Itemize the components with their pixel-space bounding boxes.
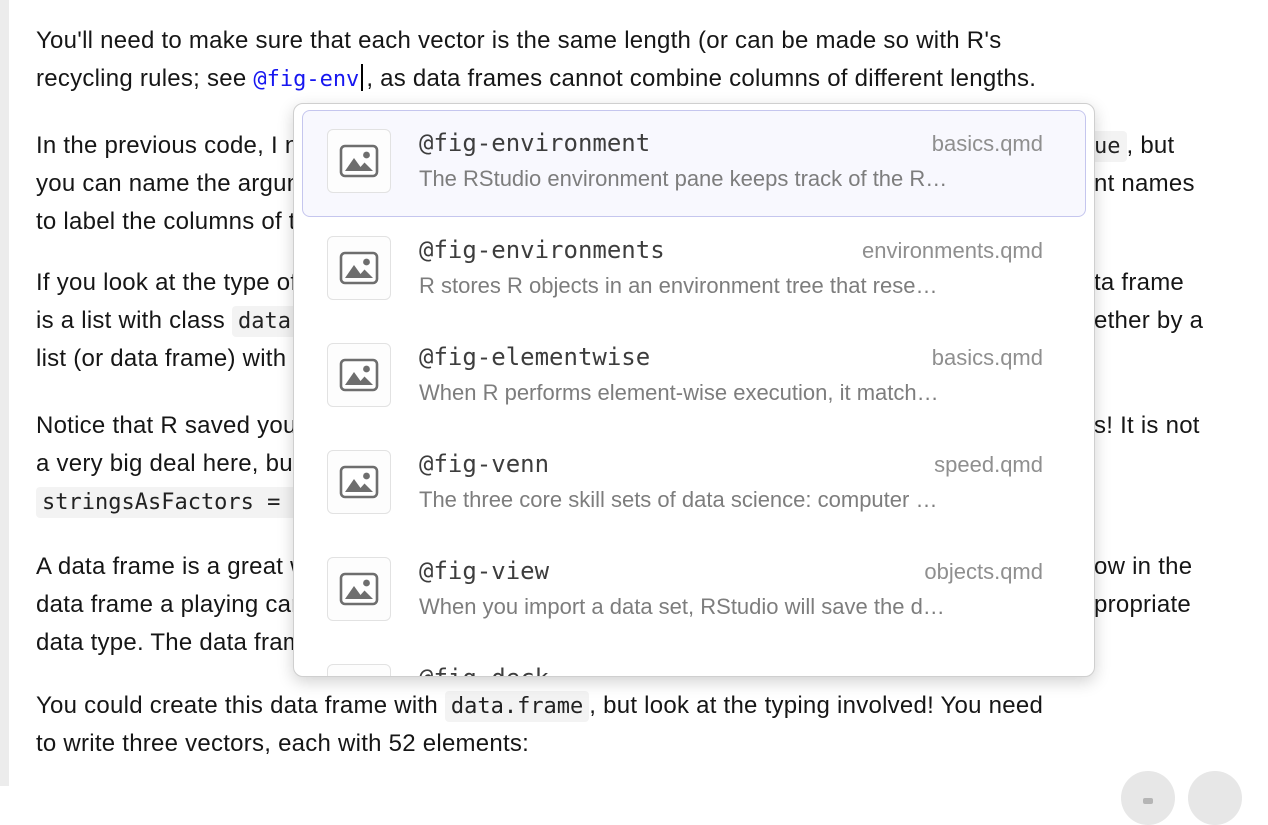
prose-line-fragment: ether by a [1094,307,1204,334]
suggestion-content: @fig-deck [419,664,1043,676]
prose-text: You could create this data frame with [36,692,445,719]
suggestion-content: @fig-elementwise basics.qmd When R perfo… [419,343,1043,406]
suggestion-content: @fig-environment basics.qmd The RStudio … [419,129,1043,192]
suggestion-label: @fig-deck [419,664,549,676]
crossref-autocomplete-popup: @fig-environment basics.qmd The RStudio … [293,103,1095,677]
editor-left-margin [0,0,9,786]
suggestion-label: @fig-environments [419,236,665,264]
fab-button-right[interactable] [1188,771,1242,825]
prose-line-fragment: propriate [1094,591,1191,618]
suggestion-file: objects.qmd [924,559,1043,584]
suggestion-description: R stores R objects in an environment tre… [419,273,938,298]
suggestion-label: @fig-view [419,557,550,585]
suggestion-file: basics.qmd [931,131,1043,156]
suggestion-content: @fig-environments environments.qmd R sto… [419,236,1043,299]
suggestion-description: When you import a data set, RStudio will… [419,594,945,619]
fab-button-left[interactable] [1121,771,1175,825]
image-icon [327,557,391,621]
image-icon [327,664,391,676]
suggestion-description: The three core skill sets of data scienc… [419,487,938,512]
prose-line: You could create this data frame with da… [36,690,1043,723]
image-icon [327,343,391,407]
suggestion-file: speed.qmd [934,452,1043,477]
suggestion-file: environments.qmd [862,238,1043,263]
crossref-suggestion[interactable]: @fig-elementwise basics.qmd When R perfo… [302,324,1086,431]
suggestion-description: When R performs element-wise execution, … [419,380,939,405]
image-icon [327,450,391,514]
prose-text: , as data frames cannot combine columns … [366,65,1037,92]
prose-text: , but look at the typing involved! You n… [589,692,1044,719]
prose-text: recycling rules; see [36,65,254,92]
suggestion-content: @fig-view objects.qmd When you import a … [419,557,1043,620]
crossref-suggestion[interactable]: @fig-environments environments.qmd R sto… [302,217,1086,324]
prose-line: You'll need to make sure that each vecto… [36,27,1002,54]
prose-line-fragment: ta frame [1094,269,1185,296]
prose-line: recycling rules; see @fig-env, as data f… [36,63,1036,96]
crossref-token: @fig-env [253,67,360,92]
crossref-suggestion[interactable]: @fig-environment basics.qmd The RStudio … [302,110,1086,217]
suggestion-description: The RStudio environment pane keeps track… [419,166,948,191]
text-cursor [361,64,364,91]
prose-text: is a list with class [36,307,232,334]
image-icon [327,236,391,300]
code-span: ue [1094,131,1127,162]
suggestion-content: @fig-venn speed.qmd The three core skill… [419,450,1043,513]
fab-glyph-icon [1143,797,1153,804]
crossref-suggestion[interactable]: @fig-view objects.qmd When you import a … [302,538,1086,645]
image-icon [327,129,391,193]
suggestion-label: @fig-elementwise [419,343,651,371]
crossref-suggestion[interactable]: @fig-venn speed.qmd The three core skill… [302,431,1086,538]
prose-line-fragment: s! It is not [1094,412,1200,439]
crossref-suggestion[interactable]: @fig-deck [302,645,1086,676]
prose-line-fragment: nt names [1094,170,1195,197]
code-span: data.frame [444,691,590,722]
prose-line-fragment: ue, but [1094,130,1174,163]
prose-text: , but [1126,132,1175,159]
suggestion-file: basics.qmd [931,345,1043,370]
prose-line: to write three vectors, each with 52 ele… [36,730,530,757]
prose-line-fragment: ow in the [1094,553,1193,580]
suggestion-label: @fig-environment [419,129,651,157]
prose-line: list (or data frame) with the [36,345,328,372]
suggestion-label: @fig-venn [419,450,550,478]
